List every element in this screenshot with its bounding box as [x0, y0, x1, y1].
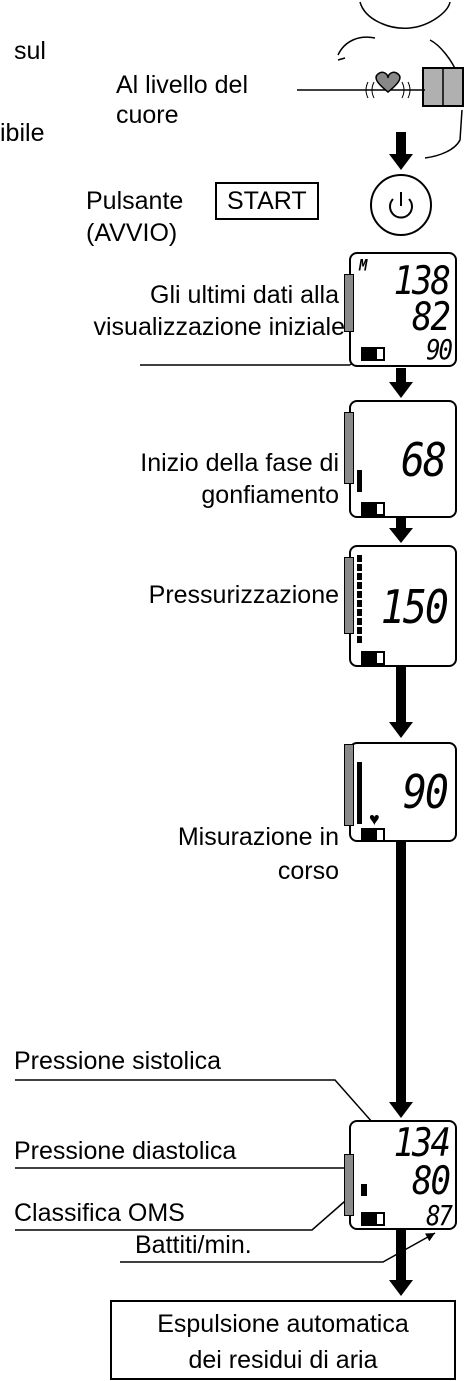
who-label: Classifica OMS: [14, 1199, 185, 1227]
battery-icon: [361, 828, 385, 842]
heart-level-line2: cuore: [116, 101, 179, 129]
start-label-2: (AVVIO): [86, 219, 178, 247]
lcd-pressurization-value: 150: [380, 581, 449, 635]
lcd-inflation: 68: [344, 400, 457, 518]
pressure-bar: [357, 470, 362, 492]
battery-icon: [361, 347, 385, 361]
flow-arrows: [389, 132, 413, 1296]
inflation-line2: gonfiamento: [201, 481, 339, 509]
lcd-result-pulse: 87: [426, 1199, 453, 1232]
last-data-line2: visualizzazione iniziale: [93, 313, 345, 341]
lcd-pulse: 90: [426, 333, 453, 366]
systolic-label: Pressione sistolica: [14, 1047, 222, 1075]
battery-icon: [361, 502, 385, 516]
final-line1: Espulsione automatica: [157, 1310, 409, 1338]
lcd-dia: 82: [412, 294, 451, 341]
lcd-result-dia: 80: [412, 1158, 451, 1205]
inflation-line1: Inizio della fase di: [140, 449, 339, 477]
pressurization-label: Pressurizzazione: [148, 581, 339, 609]
battery-icon: [361, 651, 385, 665]
who-bar: [344, 412, 354, 484]
final-box: Espulsione automatica dei residui di ari…: [110, 1300, 456, 1380]
diastolic-label: Pressione diastolica: [14, 1137, 237, 1165]
pulse-label: Battiti/min.: [135, 1231, 252, 1259]
measuring-line1: Misurazione in: [177, 823, 339, 851]
pressure-bar: [357, 555, 362, 645]
final-line2: dei residui di aria: [188, 1346, 378, 1374]
heart-level-line1: Al livello del: [116, 71, 249, 99]
who-bar: [344, 744, 354, 826]
heart-icon: ♥: [369, 809, 380, 829]
lcd-measuring: 90 ♥: [344, 742, 457, 842]
who-bar: [344, 1154, 354, 1216]
power-icon: [370, 174, 432, 236]
last-data-line1: Gli ultimi dati alla: [150, 281, 339, 309]
lcd-last-data: M 138 82 90: [344, 252, 457, 367]
start-button[interactable]: START: [215, 182, 319, 220]
lcd-inflation-value: 68: [400, 434, 447, 488]
lcd-sys: 138: [393, 258, 451, 305]
lcd-pressurization: 150: [344, 545, 457, 667]
who-bar: [344, 274, 354, 332]
lcd-result-sys: 134: [393, 1120, 451, 1167]
arm-illustration: [337, 1, 463, 159]
cuff-icon: [422, 67, 464, 107]
lcd-measuring-value: 90: [402, 766, 449, 820]
edge-text-2: ibile: [0, 119, 45, 147]
start-label: Pulsante: [86, 187, 184, 215]
who-bar: [344, 557, 354, 634]
lcd-result: 134 80 87: [344, 1120, 457, 1232]
edge-text-1: sul: [14, 37, 46, 65]
pressure-bar: [357, 762, 362, 824]
memory-icon: M: [359, 256, 368, 276]
measuring-line2: corso: [277, 857, 339, 885]
battery-icon: [361, 1212, 385, 1226]
who-indicator: [361, 1184, 367, 1196]
heart-icon: [365, 71, 411, 99]
